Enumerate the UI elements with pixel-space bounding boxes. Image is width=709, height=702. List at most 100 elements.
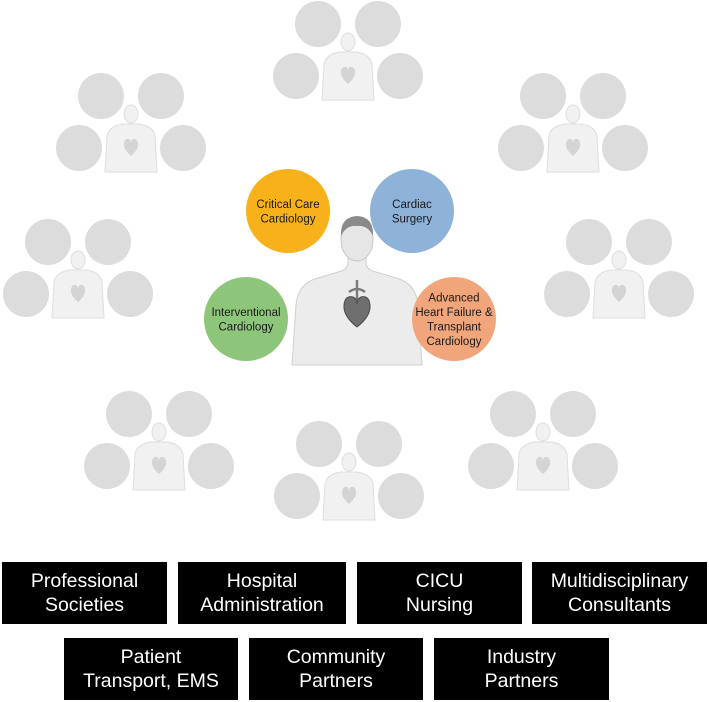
ghost-figure-head <box>611 250 627 270</box>
cicu-nursing-line-2: Nursing <box>405 594 474 616</box>
ghost-cluster-4 <box>3 219 153 319</box>
specialty-circle-critical-care <box>246 169 330 253</box>
specialty-label-critical-care-1: Critical Care <box>256 199 319 211</box>
ghost-cluster-1 <box>273 1 423 101</box>
ghost-circle <box>188 443 234 489</box>
ghost-circle <box>490 391 536 437</box>
central-patient-figure <box>291 216 423 366</box>
specialty-circle-cardiac-surgery <box>370 169 454 253</box>
ghost-circle <box>566 219 612 265</box>
ghost-heart-icon <box>565 138 581 156</box>
ghost-care-teams <box>3 1 694 521</box>
ghost-heart-icon <box>123 138 139 156</box>
ghost-heart-icon <box>70 284 86 302</box>
ghost-cluster-2 <box>56 73 206 173</box>
community-partners-box: Community Partners <box>249 638 423 700</box>
ghost-circle <box>580 73 626 119</box>
ghost-circle <box>107 271 153 317</box>
ghost-circle <box>296 421 342 467</box>
ghost-circle <box>468 443 514 489</box>
ghost-circle <box>160 125 206 171</box>
ghost-figure-head <box>340 32 356 52</box>
ghost-circle <box>85 219 131 265</box>
ghost-heart-icon <box>340 66 356 84</box>
community-partners-line-2: Partners <box>299 670 373 692</box>
professional-societies-line-1: Professional <box>30 570 139 592</box>
ghost-cluster-8 <box>468 391 618 491</box>
hospital-administration-line-2: Administration <box>200 594 324 616</box>
ghost-circle <box>25 219 71 265</box>
ghost-heart-icon <box>535 456 551 474</box>
specialty-label-advanced-heart-failure-3: Transplant <box>427 321 482 333</box>
ghost-circle <box>355 1 401 47</box>
ghost-circle <box>273 53 319 99</box>
ghost-circle <box>572 443 618 489</box>
ghost-figure-head <box>123 104 139 124</box>
hospital-administration-box: Hospital Administration <box>178 562 346 624</box>
industry-partners-line-2: Partners <box>484 670 559 692</box>
ghost-circle <box>498 125 544 171</box>
ghost-circle <box>56 125 102 171</box>
industry-partners-box: Industry Partners <box>434 638 609 700</box>
professional-societies-line-2: Societies <box>44 594 125 616</box>
heart-icon <box>343 296 371 328</box>
ghost-circle <box>138 73 184 119</box>
ghost-heart-icon <box>341 486 357 504</box>
patient-transport-box: Patient Transport, EMS <box>64 638 238 700</box>
cicu-nursing-line-1: CICU <box>415 570 464 592</box>
specialty-label-cardiac-surgery-2: Surgery <box>392 213 433 225</box>
ghost-cluster-7 <box>274 421 424 521</box>
ghost-circle <box>377 53 423 99</box>
multidisciplinary-consultants-line-2: Consultants <box>568 594 671 616</box>
ghost-circle <box>3 271 49 317</box>
ghost-cluster-5 <box>544 219 694 319</box>
multidisciplinary-consultants-line-1: Multidisciplinary <box>550 570 689 592</box>
patient-transport-line-2: Transport, EMS <box>83 670 219 692</box>
specialty-label-interventional-1: Interventional <box>211 307 280 319</box>
ghost-circle <box>106 391 152 437</box>
ghost-circle <box>78 73 124 119</box>
ghost-heart-icon <box>611 284 627 302</box>
specialty-circle-interventional <box>204 277 288 361</box>
ghost-circle <box>602 125 648 171</box>
ghost-figure-head <box>535 422 551 442</box>
ghost-cluster-3 <box>498 73 648 173</box>
specialty-label-advanced-heart-failure-1: Advanced <box>428 292 479 304</box>
ghost-figure-head <box>70 250 86 270</box>
cicu-nursing-box: CICU Nursing <box>357 562 522 624</box>
ghost-circle <box>520 73 566 119</box>
ghost-circle <box>626 219 672 265</box>
ghost-figure-head <box>565 104 581 124</box>
ghost-circle <box>378 473 424 519</box>
hospital-administration-line-1: Hospital <box>226 570 298 592</box>
ghost-figure-head <box>151 422 167 442</box>
community-partners-line-1: Community <box>286 646 386 668</box>
professional-societies-box: Professional Societies <box>2 562 167 624</box>
specialty-label-interventional-2: Cardiology <box>219 321 274 333</box>
specialty-label-critical-care-2: Cardiology <box>261 213 316 225</box>
ghost-circle <box>356 421 402 467</box>
industry-partners-line-1: Industry <box>486 646 557 668</box>
ghost-circle <box>295 1 341 47</box>
patient-hair <box>340 216 374 236</box>
ghost-figure-head <box>341 452 357 472</box>
ghost-circle <box>544 271 590 317</box>
specialty-label-advanced-heart-failure-2: Heart Failure & <box>415 307 493 319</box>
specialty-circle-advanced-heart-failure <box>412 277 496 361</box>
multidisciplinary-consultants-box: Multidisciplinary Consultants <box>532 562 707 624</box>
ghost-heart-icon <box>151 456 167 474</box>
ghost-circle <box>648 271 694 317</box>
aorta-vessel <box>348 280 366 300</box>
specialty-label-cardiac-surgery-1: Cardiac <box>392 199 432 211</box>
patient-transport-line-1: Patient <box>120 646 182 668</box>
ghost-circle <box>166 391 212 437</box>
specialty-label-advanced-heart-failure-4: Cardiology <box>427 336 482 348</box>
ghost-circle <box>550 391 596 437</box>
ghost-circle <box>84 443 130 489</box>
